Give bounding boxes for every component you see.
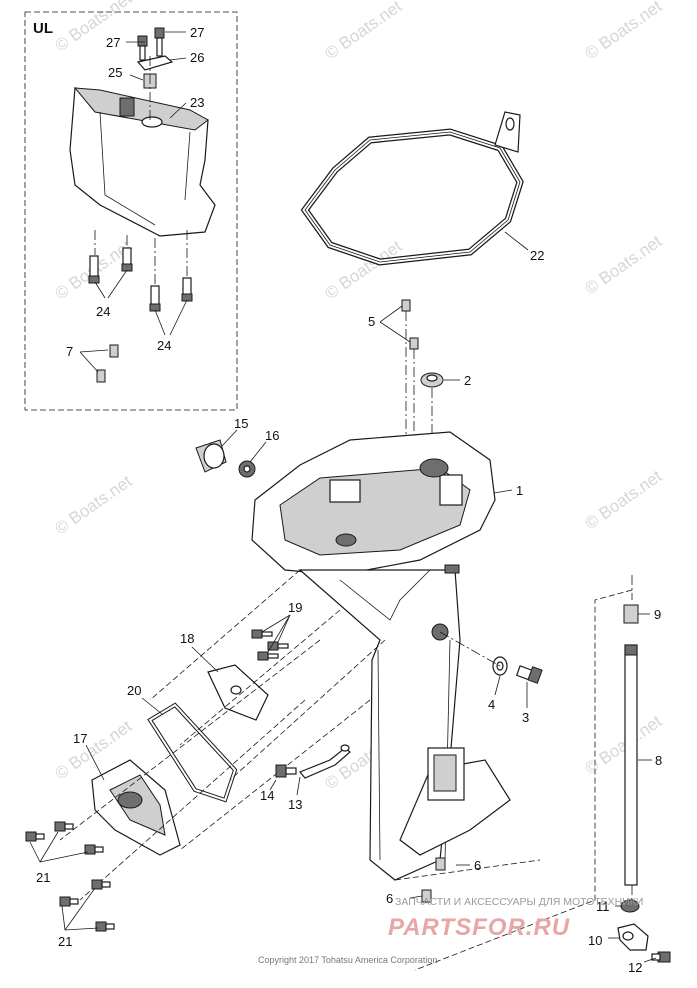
callout-2: 2 [464,373,471,388]
callout-25: 25 [108,65,122,80]
copyright-text: Copyright 2017 Tohatsu America Corporati… [258,955,437,965]
callout-12: 12 [628,960,642,975]
part-8-water-tube [624,644,638,886]
part-22-gasket [300,111,524,266]
part-15-plug [195,439,227,473]
watermark: © Boats.net [581,231,665,298]
callout-3: 3 [522,710,529,725]
callout-24: 24 [96,304,110,319]
callout-27: 27 [106,35,120,50]
part-17-cover [91,759,181,856]
part-5-dowel [409,337,419,350]
callout-16: 16 [265,428,279,443]
inset-label: UL [33,20,53,37]
callout-19: 19 [288,600,302,615]
callout-labels: 27 27 26 25 23 24 24 7 22 5 2 15 16 1 19… [36,25,662,975]
brand-logo: PARTSFOR.RU [388,914,570,941]
callout-6: 6 [474,858,481,873]
part-7-dowel [109,344,119,358]
callout-15: 15 [234,416,248,431]
callout-1: 1 [516,483,523,498]
watermark: © Boats.net [581,0,665,63]
callout-21: 21 [36,870,50,885]
part-27-bolt [137,27,165,61]
watermark: © Boats.net [51,471,135,538]
part-13-strap [299,747,351,779]
callout-13: 13 [288,797,302,812]
callout-4: 4 [488,697,495,712]
callout-20: 20 [127,683,141,698]
callout-22: 22 [530,248,544,263]
callout-9: 9 [654,607,661,622]
part-19-bolts [251,629,289,661]
part-21-bolts [25,821,115,932]
part-12-bolt [651,951,671,963]
watermark: © Boats.net [581,711,665,778]
leader-lines [29,31,657,963]
callout-10: 10 [588,933,602,948]
callout-5: 5 [368,314,375,329]
part-3-bolt [515,665,543,684]
part-6-dowel [435,857,446,871]
callout-11: 11 [596,899,610,914]
callout-26: 26 [190,50,204,65]
part-1-driveshaft-housing [251,431,511,881]
inset-frame [24,11,238,411]
part-26-plate [136,55,174,71]
callout-24: 24 [157,338,171,353]
part-9-grommet [623,604,639,624]
watermark: © Boats.net [51,0,135,55]
part-14-bolt [275,764,297,778]
callout-8: 8 [655,753,662,768]
callout-17: 17 [73,731,87,746]
part-20-gasket [148,703,237,802]
part-7-dowel [96,369,106,383]
callout-23: 23 [190,95,204,110]
brand-slogan: ЗАПЧАСТИ И АКСЕССУАРЫ ДЛЯ МОТОТЕХНИКИ [395,896,643,908]
callout-18: 18 [180,631,194,646]
part-24-bolts [88,230,193,312]
watermark: © Boats.net [581,466,665,533]
callout-27: 27 [190,25,204,40]
part-5-dowel [401,299,411,312]
watermark: © Boats.net [321,0,405,63]
callout-21: 21 [58,934,72,949]
callout-7: 7 [66,344,73,359]
callout-6: 6 [386,891,393,906]
part-23-extension-housing [69,87,216,237]
callout-14: 14 [260,788,274,803]
